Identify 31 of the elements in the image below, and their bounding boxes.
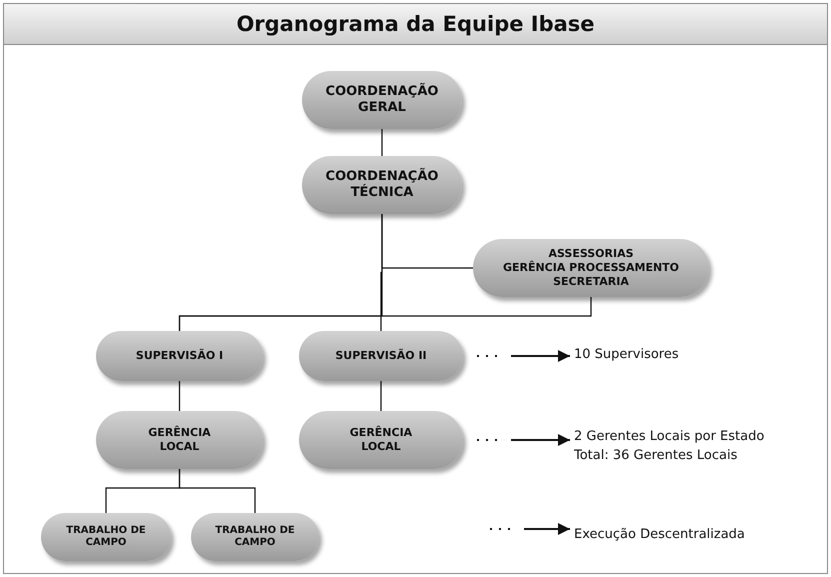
note-text: Execução Descentralizada [574,526,745,544]
org-unit-pill [299,331,463,381]
title: Organograma da Equipe Ibase [236,12,595,36]
unit-label: GERÊNCIA PROCESSAMENTO [502,261,680,275]
unit-label: TRABALHO DE CAMPO [215,524,295,550]
org-unit-pill [41,513,171,561]
org-unit-pill [299,411,463,469]
note-text: 10 Supervisores [574,346,679,364]
connector-line [178,381,180,411]
connector-line [380,381,382,411]
unit-label: GERÊNCIA LOCAL [147,426,212,454]
unit-label: SUPERVISÃO II [335,349,427,363]
connector-line [380,214,383,331]
connector-line [178,297,592,331]
unit-label: TRABALHO DE CAMPO [66,524,146,550]
org-unit-pill [302,71,462,129]
unit-label: SECRETARIA [553,274,629,289]
connector-line [381,129,383,156]
org-unit-pill [473,239,709,297]
unit-label: ASSESSORIAS [548,247,634,260]
unit-label: COORDENAÇÃO TÉCNICA [324,168,440,202]
connector-line [178,469,256,513]
org-unit-pill [302,156,462,214]
org-unit-pill [96,331,263,381]
org-unit-pill [96,411,263,469]
unit-label: SUPERVISÃO I [136,349,224,363]
unit-label: GERÊNCIA LOCAL [348,426,414,454]
unit-label: COORDENAÇÃO GERAL [324,84,440,116]
note-text: 2 Gerentes Locais por Estado [574,428,764,446]
org-unit-pill [191,513,319,561]
note-text: Total: 36 Gerentes Locais [574,447,738,465]
